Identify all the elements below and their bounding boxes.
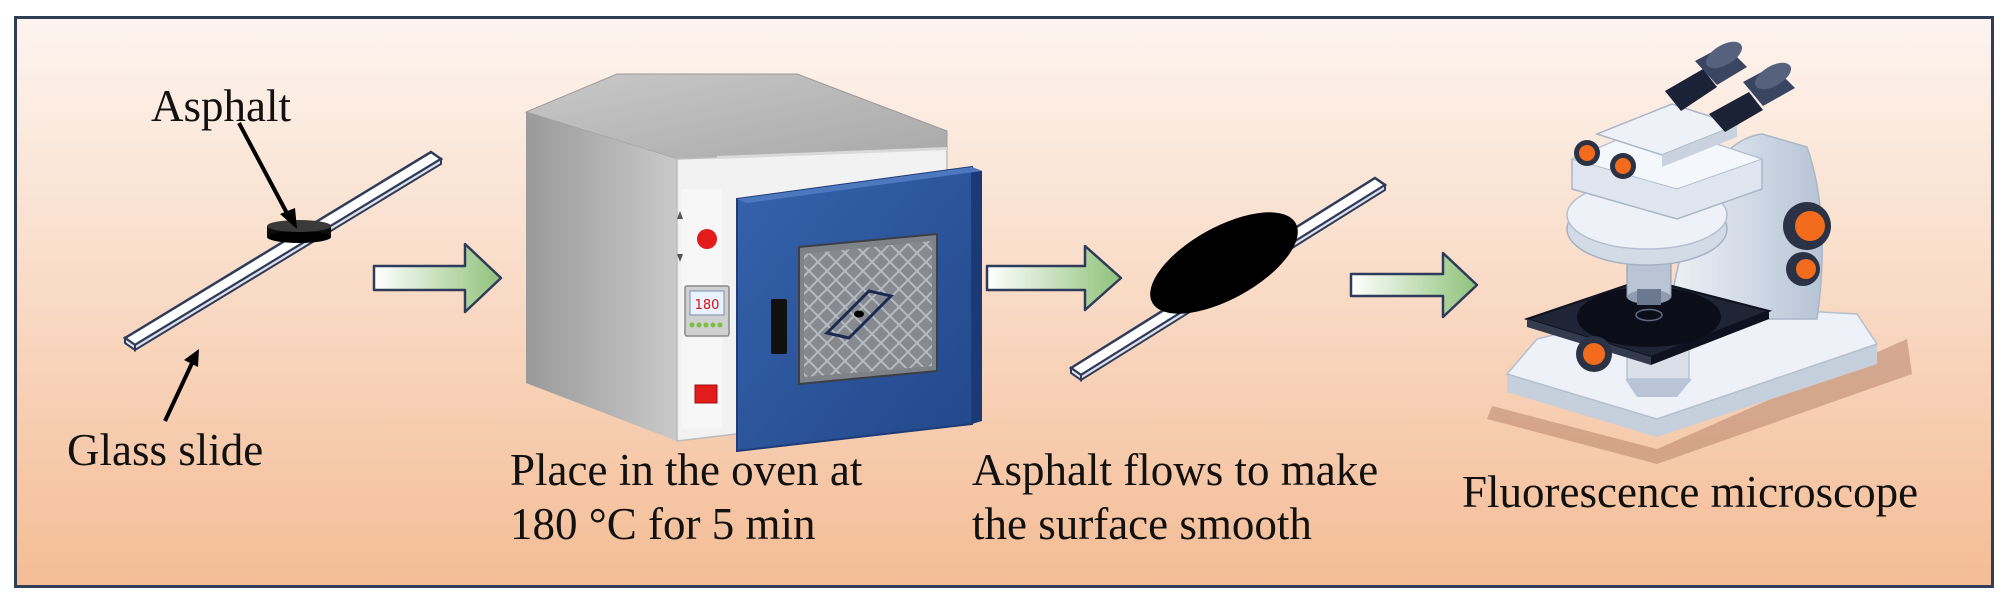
smoothed-slide-icon (1068, 176, 1388, 382)
oven-power-switch (694, 384, 718, 404)
asphalt-label: Asphalt (151, 81, 291, 131)
microscope-knobs (1574, 140, 1831, 372)
asphalt-drop-icon (267, 220, 331, 243)
glass-slide-label: Glass slide (67, 425, 264, 475)
microscope-label: Fluorescence microscope (1462, 467, 1919, 517)
oven-indicator-light (697, 229, 717, 249)
oven-step-line-2: 180 °C for 5 min (510, 499, 816, 549)
oven-step-line-1: Place in the oven at (510, 445, 863, 495)
oven-icon: 180 (524, 73, 982, 453)
microscope-base (1507, 344, 1877, 437)
diagram-frame: 180 (14, 16, 1994, 588)
oven-display-value: 180 (695, 298, 720, 313)
oven-slide-icon (824, 289, 894, 340)
glass-slide-icon (122, 150, 444, 352)
microscope-eyepieces (1665, 41, 1795, 132)
asphalt-pointer-arrow (237, 122, 297, 229)
arrow-right-icon (372, 242, 503, 314)
oven-door-handle (771, 299, 787, 354)
flow-step-caption: Asphalt flows to make the surface smooth (972, 443, 1378, 551)
glass-slide-pointer-arrow (163, 349, 199, 422)
oven-control-panel: 180 (677, 189, 730, 429)
flow-step-line-1: Asphalt flows to make (972, 445, 1379, 495)
arrow-right-icon (985, 244, 1123, 312)
diagram-canvas: 180 (17, 19, 1991, 585)
asphalt-film (1150, 212, 1298, 314)
oven-step-caption: Place in the oven at 180 °C for 5 min (510, 443, 862, 551)
microscope-icon (1487, 41, 1912, 464)
arrow-right-icon (1349, 251, 1479, 319)
flow-step-line-2: the surface smooth (972, 499, 1312, 549)
